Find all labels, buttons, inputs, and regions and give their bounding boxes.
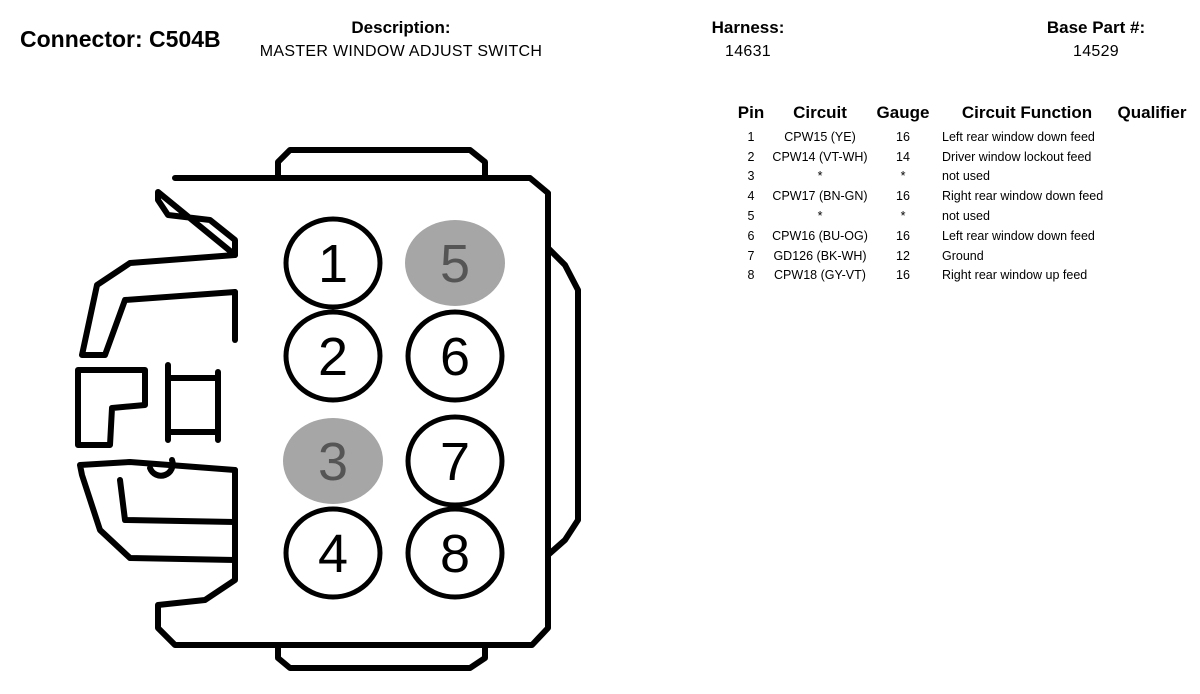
pin-circle	[405, 220, 505, 306]
cell-circuit-function: not used	[942, 209, 990, 224]
harness-value: 14631	[725, 43, 771, 60]
cell-gauge: 16	[896, 129, 910, 144]
left-latch-lower-arm	[77, 459, 238, 563]
cell-pin: 1	[747, 129, 755, 144]
top-latch-tab	[275, 147, 488, 181]
cell-pin: 7	[747, 248, 755, 263]
cell-circuit-function: Left rear window down feed	[942, 228, 1095, 243]
pin-cavity-8: 8	[405, 506, 505, 600]
pin-circle	[405, 414, 505, 508]
harness-label: Harness:	[711, 18, 785, 37]
cell-circuit: CPW15 (YE)	[784, 129, 856, 144]
table-row: 4 CPW17 (BN-GN) 16 Right rear window down f…	[730, 186, 1192, 206]
column-header-pin: Pin	[737, 103, 765, 122]
left-latch-center-block	[75, 367, 148, 448]
table-row: 3 * * not used	[730, 167, 1192, 187]
left-latch-center-bracket	[165, 362, 221, 443]
cell-circuit-function: Ground	[942, 248, 984, 263]
table-row: 1 CPW15 (YE) 16 Left rear window down feed	[730, 127, 1192, 147]
pin-number: 3	[318, 432, 348, 492]
connector-housing-outline	[75, 147, 581, 671]
table-row: 7 GD126 (BK-WH) 12 Ground	[730, 246, 1192, 266]
pin-cavity-3: 3	[283, 418, 383, 504]
cell-circuit: CPW14 (VT-WH)	[772, 149, 868, 164]
cell-gauge: *	[900, 169, 906, 184]
housing-body	[155, 175, 551, 648]
left-latch-lower-inner	[117, 477, 238, 525]
pin-cavity-1: 1	[283, 216, 383, 310]
cell-circuit-function: Right rear window up feed	[942, 268, 1088, 283]
column-header-circuit-function: Circuit Function	[961, 103, 1093, 122]
pin-number: 5	[440, 234, 470, 294]
pin-circle	[283, 506, 383, 600]
bottom-latch-tab	[275, 642, 488, 671]
pin-cavities: 1 2 3 4 5 6 7 8	[283, 216, 505, 600]
pin-number: 6	[440, 327, 470, 387]
pin-cavity-5: 5	[405, 220, 505, 306]
column-header-circuit: Circuit	[793, 103, 847, 122]
table-row: 8 CPW18 (GY-VT) 16 Right rear window up fee…	[730, 266, 1192, 286]
pin-number: 2	[318, 327, 348, 387]
right-side-rib	[545, 245, 581, 558]
cell-circuit-function: Left rear window down feed	[942, 129, 1095, 144]
cell-circuit: CPW17 (BN-GN)	[772, 189, 868, 204]
cell-circuit: CPW18 (GY-VT)	[774, 268, 866, 283]
base-part-value: 14529	[1073, 43, 1119, 60]
cell-gauge: 16	[896, 228, 910, 243]
pin-circle	[283, 309, 383, 403]
pin-circle	[283, 418, 383, 504]
cell-circuit-function: Right rear window down feed	[942, 189, 1104, 204]
table-row: 5 * * not used	[730, 206, 1192, 226]
pin-table-header: Pin Circuit Gauge Circuit Function Quali…	[730, 103, 1192, 127]
pin-cavity-2: 2	[283, 309, 383, 403]
description-label: Description:	[351, 18, 451, 37]
column-header-gauge: Gauge	[876, 103, 930, 122]
cell-gauge: *	[900, 209, 906, 224]
pin-number: 7	[440, 432, 470, 492]
pin-cavity-4: 4	[283, 506, 383, 600]
table-row: 6 CPW16 (BU-OG) 16 Left rear window down fe…	[730, 226, 1192, 246]
pin-cavity-6: 6	[405, 309, 505, 403]
cell-circuit: CPW16 (BU-OG)	[772, 228, 868, 243]
connector-title: Connector: C504B	[20, 26, 221, 52]
cell-gauge: 14	[896, 149, 910, 164]
pin-circle	[405, 506, 505, 600]
base-part-label: Base Part #:	[1046, 18, 1146, 37]
pin-circle	[405, 309, 505, 403]
left-latch-upper-arm	[79, 252, 238, 358]
cell-circuit: GD126 (BK-WH)	[773, 248, 867, 263]
pin-cavity-7: 7	[405, 414, 505, 508]
cell-gauge: 16	[896, 189, 910, 204]
pin-number: 8	[440, 524, 470, 584]
cell-pin: 8	[747, 268, 755, 283]
cell-circuit-function: Driver window lockout feed	[942, 149, 1092, 164]
cell-pin: 3	[747, 169, 755, 184]
cell-pin: 5	[747, 209, 755, 224]
cell-circuit-function: not used	[942, 169, 990, 184]
pin-number: 1	[318, 234, 348, 294]
cell-gauge: 12	[896, 248, 910, 263]
cell-pin: 2	[747, 149, 755, 164]
cell-circuit: *	[817, 209, 823, 224]
pin-circle	[283, 216, 383, 310]
cell-circuit: *	[817, 169, 823, 184]
table-row: 2 CPW14 (VT-WH) 14 Driver window lockout fe…	[730, 147, 1192, 167]
description-value: MASTER WINDOW ADJUST SWITCH	[259, 43, 543, 60]
cell-pin: 4	[747, 189, 755, 204]
pin-table: Pin Circuit Gauge Circuit Function Quali…	[730, 103, 1192, 285]
cell-gauge: 16	[896, 268, 910, 283]
cell-pin: 6	[747, 228, 755, 243]
pin-number: 4	[318, 524, 348, 584]
column-header-qualifier: Qualifier	[1117, 103, 1187, 122]
